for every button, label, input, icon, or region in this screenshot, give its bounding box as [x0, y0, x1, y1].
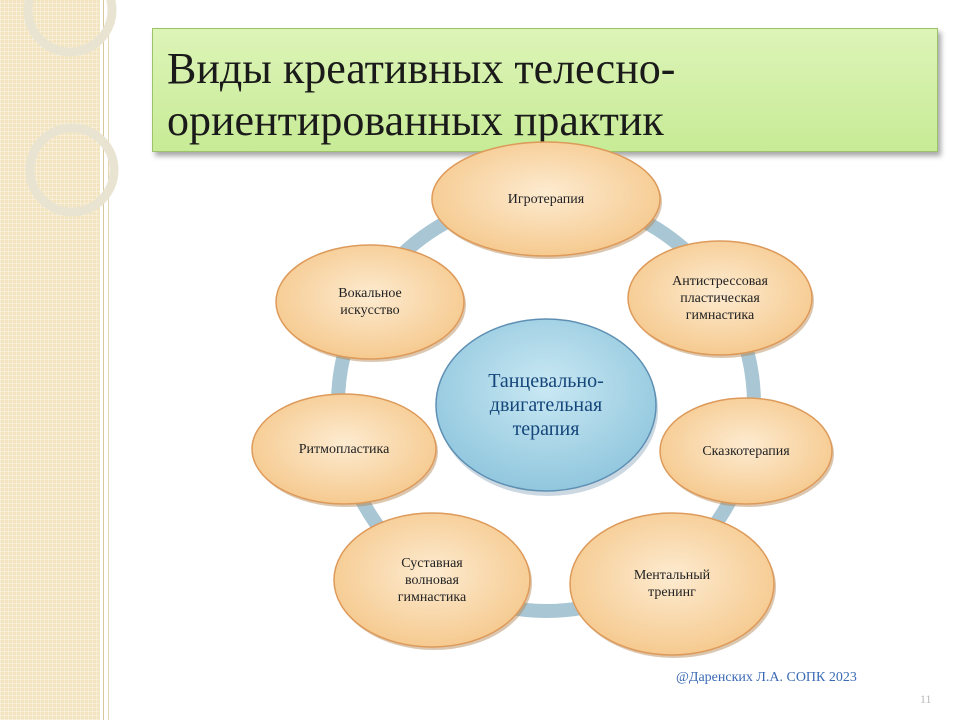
footer-credit: @Даренских Л.А. СОПК 2023	[676, 670, 857, 685]
node-ellipse	[333, 512, 531, 648]
node-ellipse	[251, 393, 437, 505]
side-decor-rule	[103, 0, 104, 720]
decor-circle	[23, 0, 117, 57]
slide-title: Виды креативных телесно- ориентированных…	[167, 44, 676, 145]
page-number: 11	[920, 692, 932, 706]
node-mentalny	[569, 512, 776, 658]
node-ellipse	[659, 397, 833, 505]
node-igroterapiya	[431, 141, 662, 259]
node-vokalnoe	[275, 244, 466, 362]
center-circle	[435, 318, 657, 492]
node-ellipse	[627, 240, 813, 356]
node-label-ritmoplastika: Ритмопластика	[298, 441, 390, 457]
decor-circles	[23, 0, 119, 217]
node-antistress	[627, 240, 814, 358]
node-label-sustavnaya: Суставная волновая гимнастика	[397, 555, 467, 605]
side-decor-strip	[0, 0, 100, 720]
node-label-igroterapiya: Игротерапия	[507, 191, 585, 207]
node-ellipse	[275, 244, 465, 360]
node-label-vokalnoe: Вокальное искусство	[338, 286, 402, 318]
decor-circle	[25, 123, 119, 217]
node-label-skazkoterapiya: Сказкотерапия	[702, 443, 790, 459]
node-ellipse	[569, 512, 775, 656]
side-decor-rule	[108, 0, 109, 720]
node-sustavnaya	[333, 512, 532, 650]
node-ellipse	[431, 141, 661, 257]
title-box: Виды креативных телесно- ориентированных…	[152, 28, 938, 152]
node-label-mentalny: Ментальный тренинг	[633, 568, 711, 600]
node-skazkoterapiya	[659, 397, 834, 507]
node-label-antistress: Антистрессовая пластическая гимнастика	[672, 273, 768, 323]
node-ritmoplastika	[251, 393, 438, 507]
center-label: Танцевально- двигательная терапия	[488, 370, 604, 440]
